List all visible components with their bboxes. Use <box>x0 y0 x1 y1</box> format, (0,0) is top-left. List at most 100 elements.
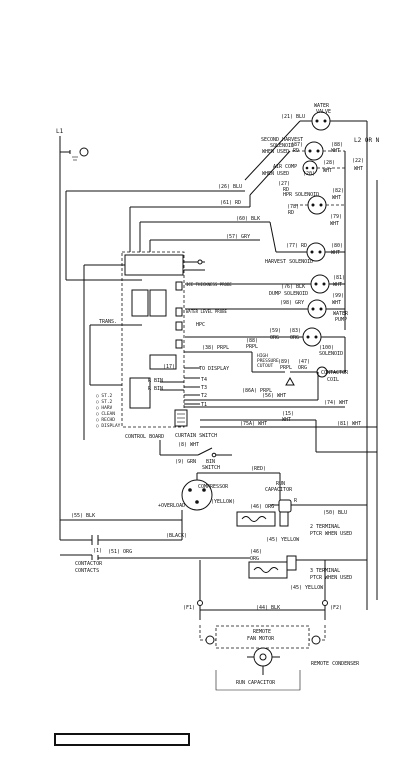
wire-100: (100) <box>319 345 334 351</box>
wire-46b: (46) <box>250 549 262 555</box>
cb-item-1: ○ ST.2 <box>96 393 113 399</box>
yellow-label: (YELLOW) <box>211 499 235 505</box>
wire-77: (77) RD <box>286 243 307 249</box>
wire-60-to-harvest <box>269 221 277 253</box>
remote-fan-label: REMOTE <box>253 629 271 635</box>
wire-60: (60) BLK <box>236 216 260 222</box>
hpr-solenoid-label: HPR SOLENOID <box>283 192 319 198</box>
wire-81: (81) <box>333 275 345 281</box>
cb-item-6: ○ DISPLAY <box>96 423 121 429</box>
ptcr3-label-2: PTCR WHEN USED <box>310 575 352 581</box>
water-pump-label-2: PUMP <box>335 317 347 323</box>
wire-82-color: WHT <box>332 195 341 201</box>
control-board <box>66 251 205 440</box>
wire-47: (47) <box>298 359 310 365</box>
trans-label: TRANS. <box>99 319 117 325</box>
wire-59: (59) <box>269 328 281 334</box>
water-valve <box>300 111 368 148</box>
wire-74: (74) WHT <box>324 400 348 406</box>
compressor-label: COMPRESSOR <box>198 484 229 490</box>
dump-solenoid-label: DUMP SOLENOID <box>269 291 308 297</box>
contactor-contacts-label-2: CONTACTS <box>75 568 99 574</box>
ptcr2-label-2: PTCR WHEN USED <box>310 531 352 537</box>
wire-88p: (88) <box>246 338 258 344</box>
ptcr-3-terminal <box>248 555 367 579</box>
r-bin-label-2: R BIN <box>148 386 163 392</box>
wire-89: (89) <box>278 359 290 365</box>
bin-switch-label-2: SWITCH <box>202 465 220 471</box>
bin-switch-label: BIN <box>206 459 215 465</box>
solenoid-label: SOLENOID <box>319 351 343 357</box>
to-display-label: TO DISPLAY <box>199 366 229 372</box>
air-comp-label: AIR COMP <box>273 164 297 170</box>
compressor <box>181 472 281 511</box>
hpc-label: HPC <box>196 322 205 328</box>
wire-46: (46) ORG <box>250 504 274 510</box>
harvest-solenoid-label: HARVEST SOLENOID <box>265 259 313 265</box>
wire-15-color: WHT <box>282 417 291 423</box>
contactor-coil-label: CONTACTOR <box>321 370 349 376</box>
wire-86a: (86A) PRPL <box>242 388 272 394</box>
display-terminals <box>160 367 200 405</box>
high-pressure-label-3: CUTOUT <box>257 363 274 369</box>
second-harvest-label-3: WHEN USED <box>262 149 289 155</box>
wire-99: (99) <box>332 293 344 299</box>
contactor-contacts-label: CONTACTOR <box>75 561 103 567</box>
second-harvest-label-2: SOLENOID <box>270 143 294 149</box>
wire-22-color: WHT <box>354 166 363 172</box>
f2-label: (F2) <box>330 605 342 611</box>
hpr-solenoid <box>293 195 345 215</box>
wire-61: (61) RD <box>220 200 241 206</box>
ground-icon <box>60 147 89 161</box>
t1-label: T1 <box>201 402 207 408</box>
wire-51: (51) ORG <box>108 549 132 555</box>
wire-15: (15) <box>282 411 294 417</box>
wire-9: (9) GRN <box>175 459 196 465</box>
t4-label: T4 <box>201 377 207 383</box>
wire-87-run <box>249 150 291 196</box>
curtain-switch <box>174 409 188 427</box>
overload-label: +OVERLOAD <box>158 503 185 509</box>
t3-label: T3 <box>201 385 207 391</box>
wire-75a: (75A) WHT <box>240 421 267 427</box>
r-bin-label: R BIN <box>148 378 163 384</box>
footer-box <box>54 733 190 746</box>
wire-38: (38) PRPL <box>202 345 229 351</box>
t2-label: T2 <box>201 393 207 399</box>
wire-59-color: ORG <box>270 335 279 341</box>
wire-82: (82) <box>332 188 344 194</box>
wire-20: (20) <box>303 171 315 177</box>
contactor-coil <box>316 337 346 378</box>
cb-item-2: ○ ST.2 <box>96 399 113 405</box>
remote-fan-label-2: FAN MOTOR <box>247 636 275 642</box>
wire-21-run <box>244 120 301 181</box>
wire-21: (21) BLU <box>281 114 305 120</box>
contactor-coil-label-2: COIL <box>327 377 339 383</box>
wire-76: (76) BLK <box>281 284 305 290</box>
wire-80-color: WHT <box>331 250 340 256</box>
wire-27-color: RD <box>283 187 289 193</box>
wire-88-color: WHT <box>331 148 340 154</box>
wire-27: (27) <box>278 181 290 187</box>
high-pressure-label: HIGH <box>257 353 268 359</box>
l1-label: L1 <box>56 128 64 135</box>
wire-28: (28) <box>323 160 335 166</box>
water-pump <box>185 299 345 319</box>
wire-79-color: WHT <box>330 221 339 227</box>
water-valve-label-2: VALVE <box>316 109 331 115</box>
wire-44: (44) BLK <box>256 605 280 611</box>
ptcr-2-terminal <box>236 511 289 527</box>
wire-17: (17) <box>163 364 175 370</box>
wire-22: (22) <box>352 158 364 164</box>
run-capacitor-label: RUN <box>276 481 285 487</box>
control-board-label: CONTROL BOARD <box>125 434 164 440</box>
wire-1: (1) <box>93 548 102 554</box>
wire-89-color: PRPL <box>280 365 292 371</box>
water-pump-label: WATER <box>333 311 349 317</box>
r-label: R <box>294 498 298 504</box>
second-harvest-solenoid <box>290 141 345 161</box>
water-probe-label: WATER LEVEL PROBE <box>186 309 228 314</box>
wire-88p-color: PRPL <box>246 344 258 350</box>
wire-45: (45) YELLOW <box>266 537 300 543</box>
